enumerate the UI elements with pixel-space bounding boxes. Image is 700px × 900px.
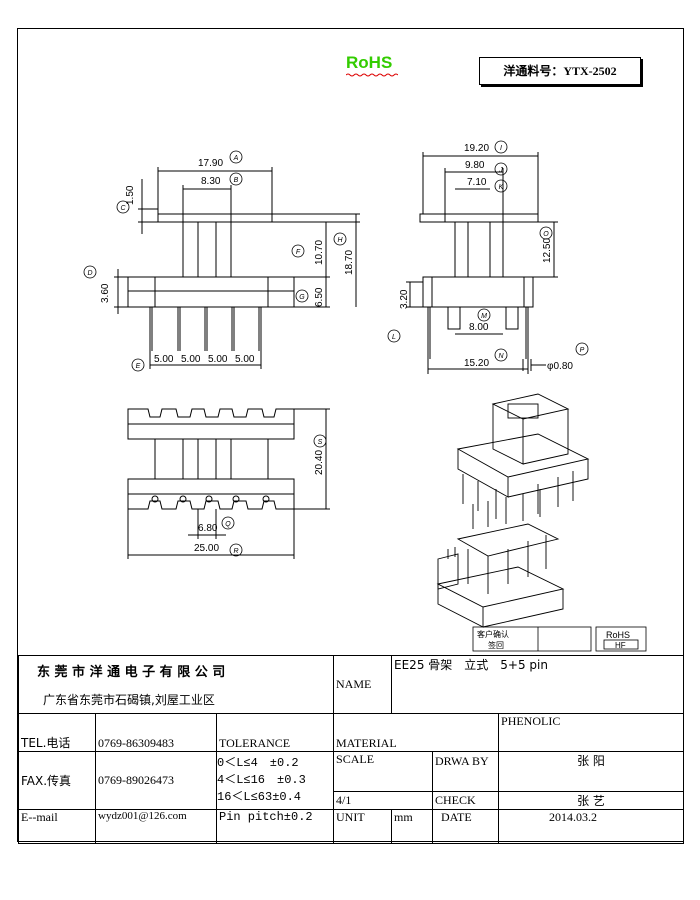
drawing-sheet: RoHS 洋通料号：YTX-2502 (17, 28, 685, 844)
rohs-mark: RoHS (346, 53, 393, 72)
label-i: I (500, 145, 502, 152)
label-k: K (499, 184, 504, 191)
dimension-label-bubbles (83, 140, 589, 557)
tolerance-label: TOLERANCE (215, 713, 335, 752)
label-q: Q (225, 521, 231, 528)
dim-n: 15.20 (464, 358, 489, 369)
hf-stamp: HF (615, 641, 626, 650)
part-number-box: 洋通料号：YTX-2502 (479, 57, 641, 85)
label-s: S (318, 439, 323, 446)
dimension-labels: A B C D E F G H I J K L M N O P Q R S (87, 145, 584, 555)
check-value: 张 艺 (498, 791, 685, 810)
dim-e4: 5.00 (235, 354, 255, 365)
dim-c: 1.50 (125, 185, 136, 205)
tolerance-row-2: 4＜L≤16 ±0.3 (217, 773, 306, 787)
spellcheck-underline (346, 73, 398, 77)
dim-l: 3.20 (399, 289, 410, 309)
dim-m: 8.00 (469, 322, 489, 333)
dim-e3: 5.00 (208, 354, 228, 365)
fax-label: FAX.传真 (18, 751, 96, 810)
dim-s: 20.40 (314, 450, 325, 475)
dim-r: 25.00 (194, 543, 219, 554)
scale-label: SCALE (333, 751, 434, 792)
dim-e2: 5.00 (181, 354, 201, 365)
stamp-text: 客户确认 签回 RoHS HF (477, 629, 630, 650)
check-label: CHECK (432, 791, 500, 810)
date-value: 2014.03.2 (498, 809, 685, 844)
fax-value: 0769-89026473 (95, 751, 217, 810)
label-l: L (392, 334, 396, 341)
drawn-by-label: DRWA BY (432, 751, 500, 792)
label-m: M (481, 313, 487, 320)
unit-value: mm (391, 809, 434, 844)
tolerance-row-3: 16＜L≤63±0.4 (217, 790, 302, 804)
dim-e1: 5.00 (154, 354, 174, 365)
name-value: EE25 骨架 立式 5+5 pin (391, 655, 685, 714)
label-d: D (87, 270, 92, 277)
label-c: C (120, 205, 126, 212)
dim-k: 7.10 (467, 177, 487, 188)
dim-j: 9.80 (465, 160, 485, 171)
dim-i: 19.20 (464, 143, 489, 154)
tolerance-row-1: 0＜L≤4 ±0.2 (217, 756, 299, 770)
label-r: R (233, 548, 238, 555)
dim-o: 12.50 (542, 238, 553, 263)
tel-label: TEL.电话 (18, 713, 96, 752)
front-view (114, 167, 360, 369)
label-p: P (580, 347, 585, 354)
side-view (406, 152, 558, 374)
dim-a: 17.90 (198, 158, 223, 169)
unit-label: UNIT (333, 809, 393, 844)
email-value: wydz001@126.com (95, 809, 217, 844)
dim-g: 6.50 (314, 287, 325, 307)
company-address: 广东省东莞市石碣镇,刘屋工业区 (17, 685, 335, 714)
rohs-stamp: RoHS (606, 630, 630, 640)
name-label: NAME (333, 655, 393, 714)
top-view (127, 408, 330, 559)
tel-value: 0769-86309483 (95, 713, 217, 752)
technical-drawing: A B C D E F G H I J K L M N O P Q R S 17… (83, 140, 647, 652)
dim-b: 8.30 (201, 176, 221, 187)
label-e: E (136, 363, 141, 370)
pin-pitch: Pin pitch±0.2 (215, 809, 335, 844)
label-n: N (498, 353, 504, 360)
label-o: O (543, 231, 549, 238)
dim-f: 10.70 (314, 240, 325, 265)
label-j: J (498, 167, 503, 174)
dim-d: 3.60 (100, 283, 111, 303)
dim-p: φ0.80 (547, 361, 573, 372)
label-h: H (337, 237, 343, 244)
label-a: A (233, 155, 239, 162)
email-label: E--mail (18, 809, 96, 844)
date-label: DATE (432, 809, 500, 844)
customer-confirm-stamp: 客户确认 (477, 629, 509, 639)
material-value: PHENOLIC (498, 713, 685, 752)
dim-h: 18.70 (344, 250, 355, 275)
isometric-views (436, 393, 590, 628)
sign-return-stamp: 签回 (488, 640, 504, 650)
dim-q: 6.80 (198, 523, 218, 534)
material-label: MATERIAL (333, 713, 500, 752)
scale-value: 4/1 (333, 791, 434, 810)
label-f: F (296, 249, 301, 256)
label-g: G (299, 294, 305, 301)
company-name: 东 莞 市 洋 通 电 子 有 限 公 司 (17, 655, 335, 686)
dimension-values: 17.90 8.30 1.50 3.60 5.00 5.00 5.00 5.00… (100, 143, 573, 554)
title-block: 东 莞 市 洋 通 电 子 有 限 公 司 NAME EE25 骨架 立式 5+… (17, 655, 685, 844)
label-b: B (234, 177, 239, 184)
drawn-by-value: 张 阳 (498, 751, 685, 792)
